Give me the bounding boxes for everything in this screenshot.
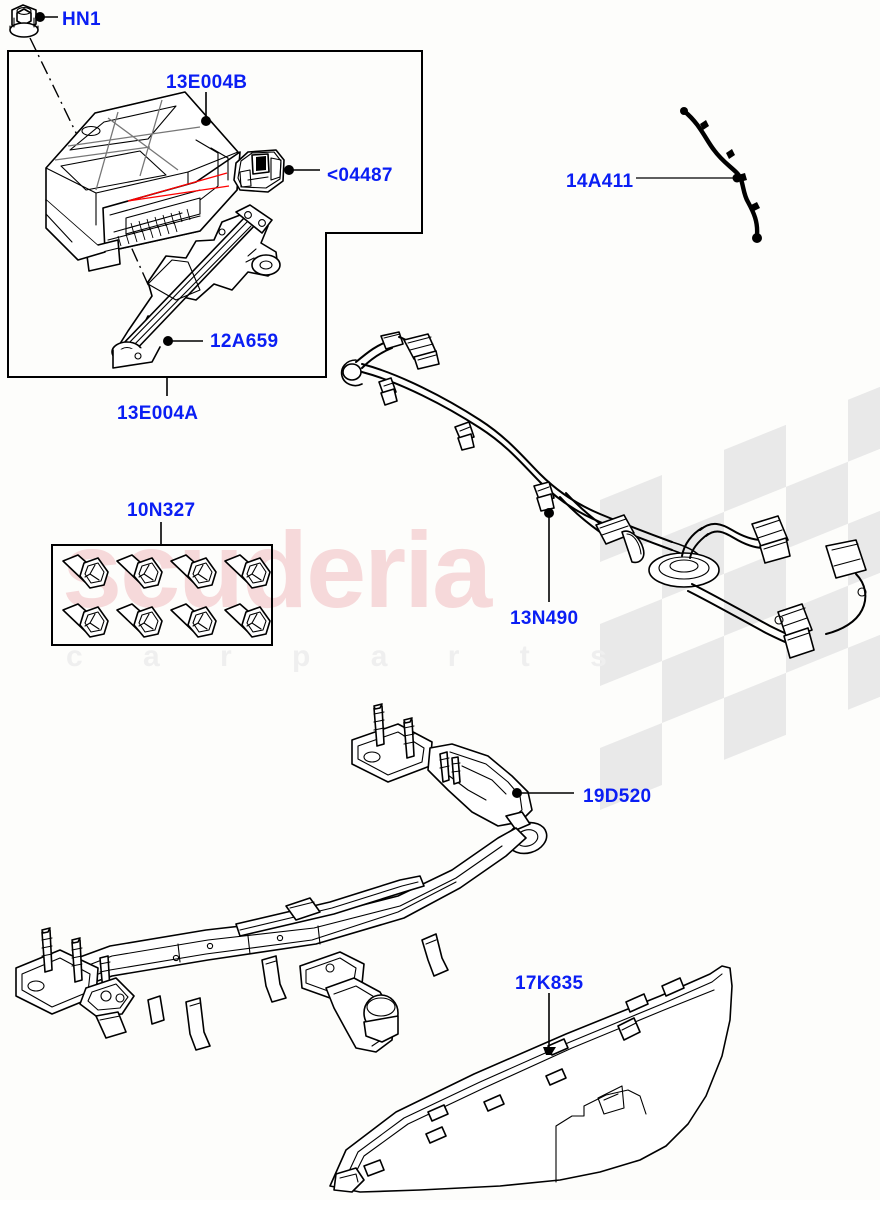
- bolt: [62, 554, 109, 589]
- callout-label-19d520[interactable]: 19D520: [583, 786, 652, 807]
- leader-17k835: [543, 993, 556, 1055]
- bolt-kit-10n327: [62, 554, 271, 638]
- part-tow-wiring-harness-13n490: [340, 331, 867, 659]
- bolt: [224, 554, 271, 589]
- red-indicator-lines: [127, 172, 230, 202]
- assembly-axis-line: [29, 37, 156, 301]
- harness-clip: [533, 481, 555, 512]
- part-module-mounting-bracket-12a659: [111, 204, 281, 369]
- callout-label-10n327[interactable]: 10N327: [127, 500, 196, 521]
- leader-04487: [284, 165, 320, 175]
- part-jumper-harness-14a411: [680, 107, 762, 243]
- harness-collar: [621, 530, 645, 564]
- bolt: [116, 554, 163, 589]
- callout-label-12a659[interactable]: 12A659: [210, 331, 279, 352]
- leader-12a659: [163, 336, 203, 346]
- callout-label-13n490[interactable]: 13N490: [510, 608, 579, 629]
- part-electrical-connector-04487: [233, 149, 285, 193]
- leader-13e004b: [201, 92, 211, 126]
- part-trailer-control-module: [45, 91, 241, 272]
- part-hex-nut-hn1: [9, 4, 39, 38]
- bolt: [170, 554, 217, 589]
- callout-label-14a411[interactable]: 14A411: [566, 171, 634, 192]
- group-box-13e004a: [7, 50, 423, 378]
- callout-label-13e004a[interactable]: 13E004A: [117, 403, 199, 424]
- callout-label-13e004b[interactable]: 13E004B: [166, 72, 248, 93]
- harness-clip: [454, 421, 475, 451]
- callout-label-04487[interactable]: <04487: [327, 165, 393, 186]
- bolt: [170, 603, 217, 638]
- bolt: [62, 603, 109, 638]
- part-tow-bar-assembly-19d520: [15, 703, 548, 1053]
- harness-clip: [378, 377, 398, 406]
- leader-19d520: [512, 788, 574, 798]
- leader-13n490: [544, 508, 554, 602]
- leader-14a411: [636, 173, 742, 183]
- bolt: [116, 603, 163, 638]
- callout-label-17k835[interactable]: 17K835: [515, 973, 584, 994]
- bolt: [224, 603, 271, 638]
- group-box-10n327: [51, 544, 273, 646]
- callout-label-hn1[interactable]: HN1: [62, 9, 101, 30]
- leader-hn1: [35, 12, 58, 22]
